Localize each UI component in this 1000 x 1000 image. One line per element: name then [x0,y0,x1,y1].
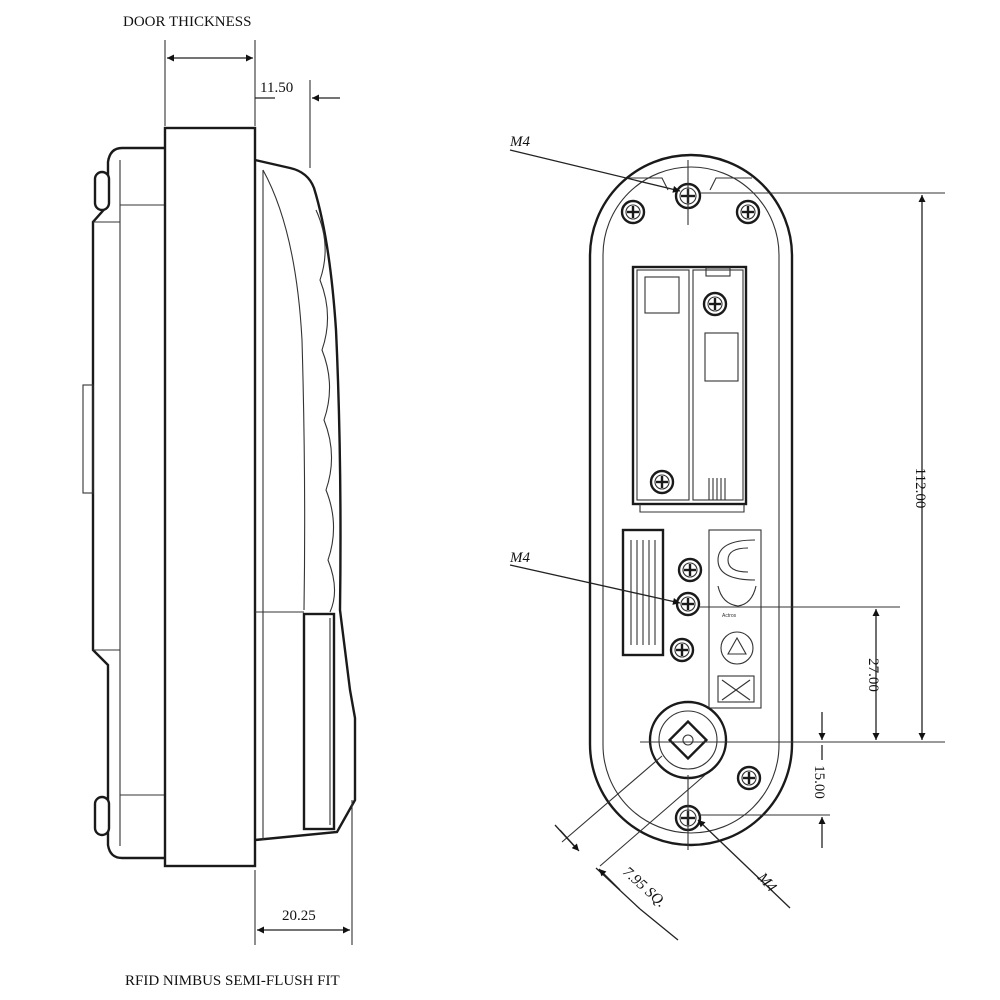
svg-text:Actros: Actros [722,613,737,619]
screw-top-left-icon [620,199,646,225]
battery-compartment [631,265,748,513]
screw-mid-upper-icon [677,557,703,583]
screw-mid-lower-icon [669,637,695,663]
weee-bin-icon [717,675,755,703]
callout-m4-middle: M4 [509,550,530,566]
warning-label [621,528,665,657]
callout-m4-bottom: M4 [753,869,779,896]
ce-mark-icon [717,539,756,581]
battery-cover [302,612,336,831]
label-door-thickness: DOOR THICKNESS [123,14,252,30]
screw-top-right-icon [735,199,761,225]
front-outer-outline [588,153,794,847]
recycle-icon [720,631,754,665]
label-title: RFID NIMBUS SEMI-FLUSH FIT [125,973,340,989]
screw-battery-bottom-icon [649,469,675,495]
front-view: Actros [588,153,794,847]
front-dimensions [509,149,945,941]
side-screw-bottom [93,795,111,837]
side-screw-top [93,170,111,212]
dim-11-50: 11.50 [260,80,293,96]
screw-bottom-right-icon [736,765,762,791]
screw-battery-top-icon [702,291,728,317]
m4-screw-middle-icon [675,591,701,617]
dim-15-00: 15.00 [811,765,827,799]
side-dimensions [164,40,353,945]
side-view [82,126,357,868]
dim-20-25: 20.25 [282,908,316,924]
dim-112-00: 112.00 [912,468,928,509]
front-screws [620,182,762,832]
spindle [648,700,728,780]
text-labels: DOOR THICKNESS 11.50 20.25 RFID NIMBUS S… [123,14,928,989]
symbols-panel: Actros [708,529,762,709]
keypad-profile [315,209,336,613]
dim-7-95-sq: 7.95 SQ. [619,864,668,911]
callout-m4-top: M4 [509,134,530,150]
outer-housing [254,158,357,842]
dim-27-00: 27.00 [865,658,881,692]
front-inner-outline [602,166,780,834]
door-panel [163,126,257,868]
